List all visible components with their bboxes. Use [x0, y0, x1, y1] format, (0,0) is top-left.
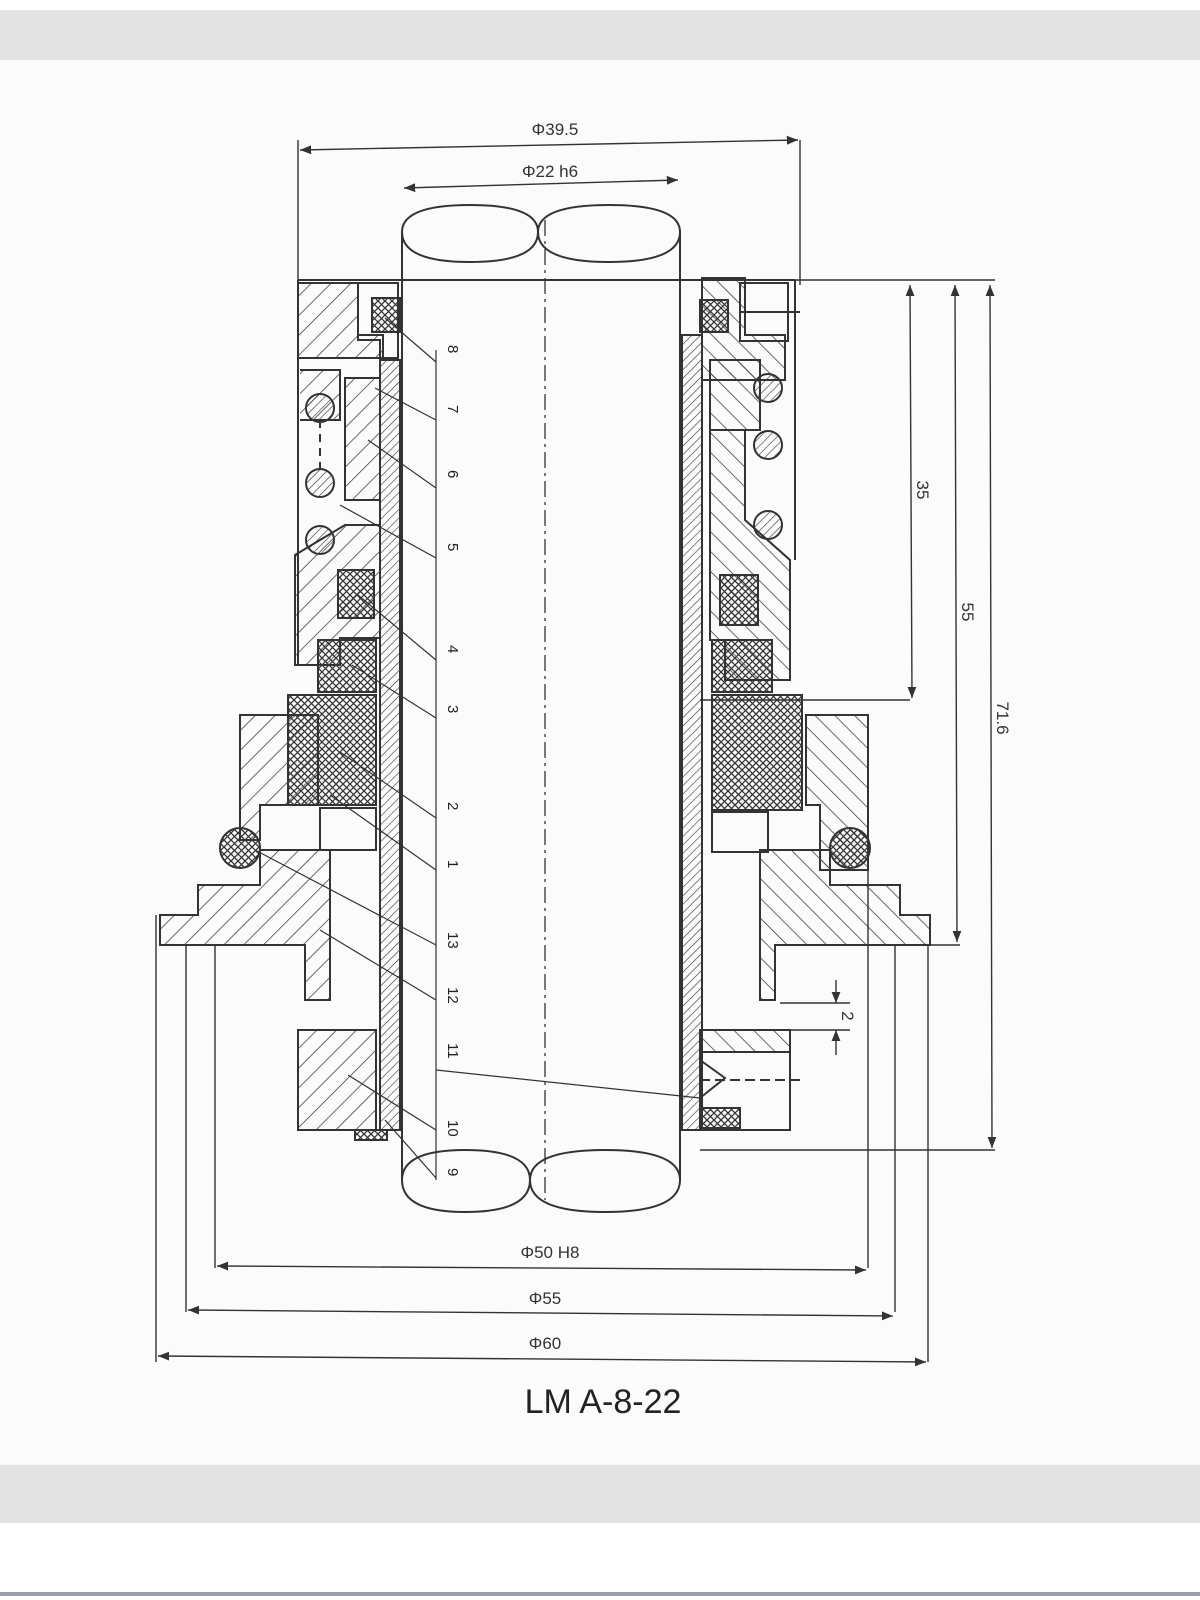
dim-shaft: Φ22 h6: [522, 162, 578, 181]
bottom-toolbar-band: [0, 1465, 1200, 1523]
part-label: 8: [444, 345, 461, 353]
part-label: 11: [444, 1043, 461, 1059]
dim-55: Φ55: [529, 1289, 561, 1308]
right-sleeve: [681, 334, 703, 1131]
part-label: 4: [444, 645, 461, 653]
dimension-lines: [155, 135, 997, 1367]
dim-71-6: 71.6: [993, 701, 1012, 734]
part-label: 13: [444, 932, 461, 949]
part-label: 12: [444, 987, 461, 1004]
drawing-sheet: [0, 60, 1200, 1465]
part-label: 6: [444, 470, 461, 478]
drawing-title: LM A-8-22: [525, 1383, 682, 1421]
right-rotating-parts: [699, 277, 803, 853]
part-label: 3: [444, 705, 461, 713]
part-label: 1: [444, 860, 461, 868]
dim-bore: Φ50 H8: [521, 1243, 580, 1262]
part-label: 5: [444, 543, 461, 551]
left-sleeve: [379, 359, 401, 1131]
dim-outer-top: Φ39.5: [532, 120, 579, 139]
drive-collar: [297, 1029, 800, 1141]
part-label: 9: [444, 1168, 461, 1176]
shaft: [401, 203, 681, 1214]
leader-lines: [254, 317, 701, 1180]
dim-60: Φ60: [529, 1334, 561, 1353]
bottom-divider: [0, 1592, 1200, 1596]
part-label: 10: [444, 1120, 461, 1137]
dim-35: 35: [913, 481, 932, 500]
part-label: 2: [444, 802, 461, 810]
dim-gap-2: 2: [838, 1011, 857, 1020]
gland-housing: [159, 714, 931, 1001]
dim-55-len: 55: [958, 603, 977, 622]
top-toolbar-band: [0, 10, 1200, 60]
part-label: 7: [444, 405, 461, 413]
